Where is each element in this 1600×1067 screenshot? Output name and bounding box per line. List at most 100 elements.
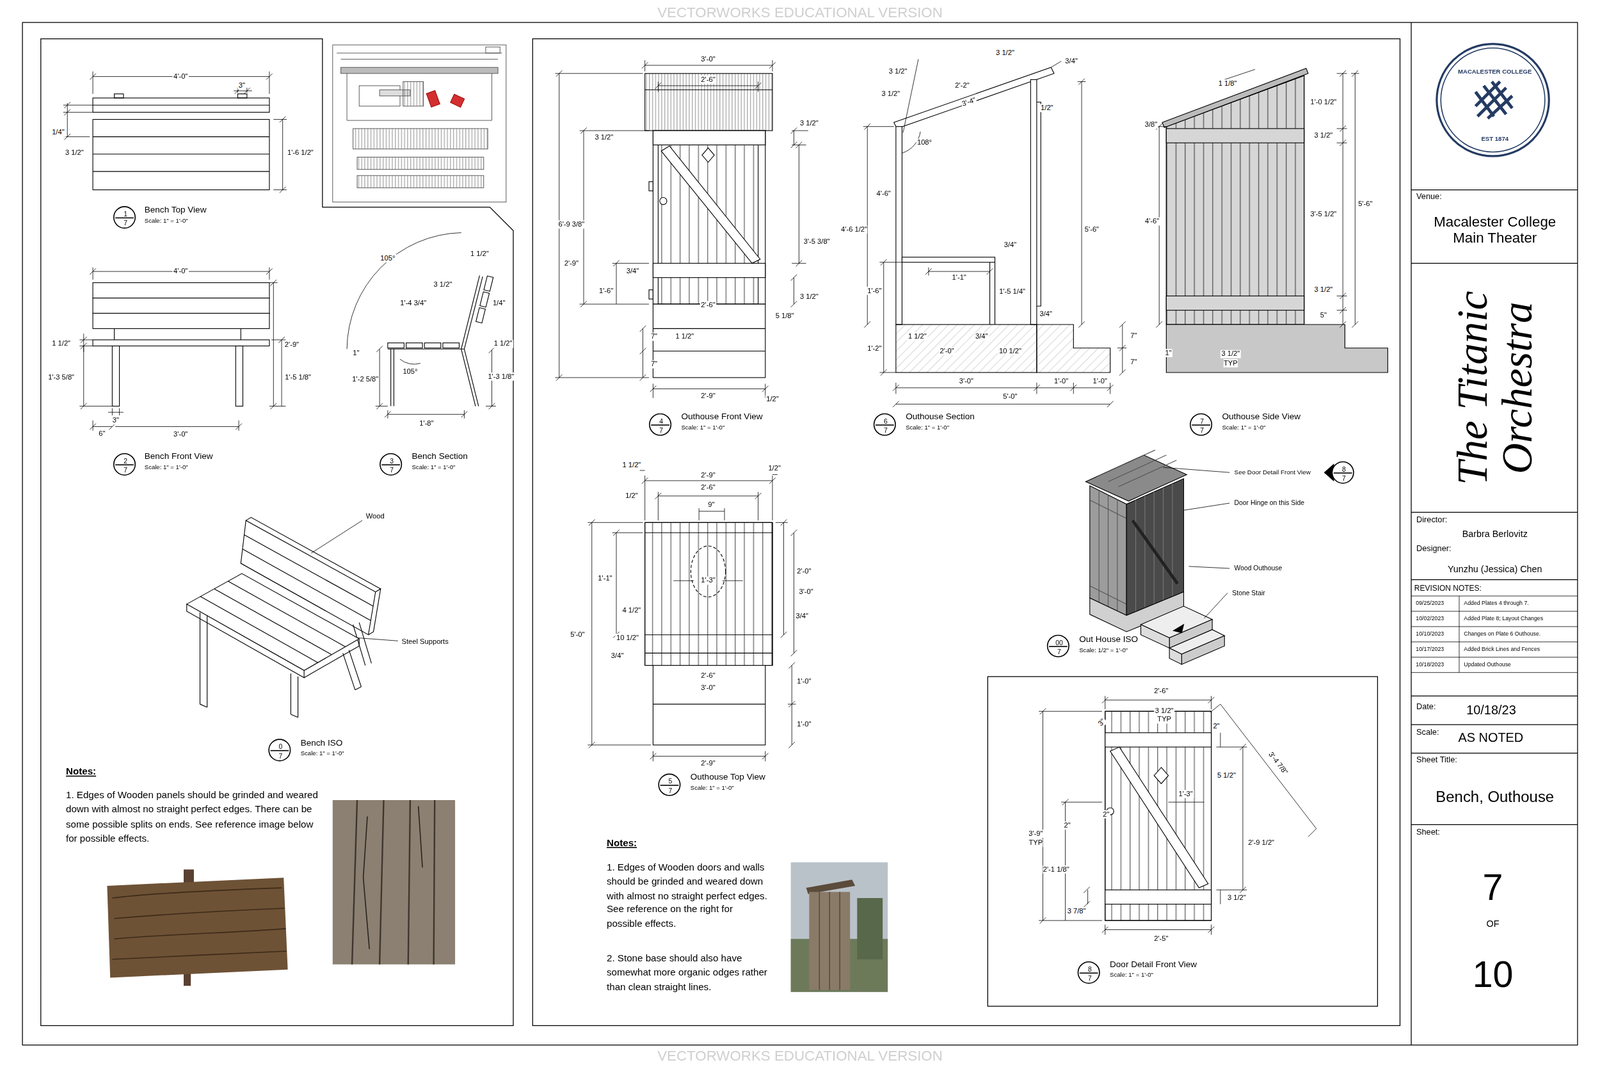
bench-section-view (476, 275, 494, 323)
bench-front-view (79, 267, 286, 431)
dimension-label: 4'-6 1/2" (840, 225, 868, 234)
view-title: Outhouse Top View (689, 772, 767, 783)
bench-section-view (387, 275, 483, 406)
theater-plan-thumbnail (485, 46, 500, 54)
view-title: Bench ISO (300, 739, 344, 750)
outhouse-side-view (1166, 324, 1388, 373)
dimension-label: 5'-0" (569, 630, 585, 639)
dimension-label: 1'-6" (598, 286, 614, 296)
sheet-frame (532, 39, 1400, 1026)
node-text: 8 (1342, 464, 1346, 473)
view-title: Outhouse Front View (680, 412, 763, 423)
callout-circle: 07 (268, 738, 291, 761)
bench-front-view (92, 312, 270, 329)
bench-top-view (114, 94, 124, 98)
outhouse-isometric (1136, 483, 1173, 612)
bench-front-view (92, 282, 270, 299)
node-text: 3 (389, 456, 394, 465)
bench-section-view (346, 232, 496, 419)
dimension-label: 3'-4 7/8" (1265, 750, 1289, 777)
callout-circle: 17 (113, 206, 136, 229)
dimension-label: TYP (1156, 715, 1172, 724)
revision-cell: 09/25/2023 (1415, 600, 1445, 607)
dimension-label: 3/4" (610, 652, 624, 661)
outhouse-section-view (863, 58, 1127, 408)
dimension-label: 5'-6" (1084, 225, 1100, 234)
bench-front-view (114, 328, 242, 340)
view-title: Door Detail Front View (1109, 960, 1198, 971)
college-logo-emblem (1475, 81, 1512, 119)
theater-plan-thumbnail (332, 44, 507, 203)
dimension-label: 2'-6" (700, 300, 716, 310)
callout-circle: 27 (113, 453, 136, 476)
door-detail-front-view (1105, 889, 1212, 904)
callout-label: Steel Supports (401, 637, 450, 646)
node-text: Bench, Outhouse (1435, 787, 1554, 806)
callout-circle: 47 (648, 413, 672, 436)
scale-note: Scale: 1" = 1'-0" (144, 216, 189, 224)
title-block-cell: Date:10/18/23 (1412, 695, 1578, 725)
reference-photo-outhouse (791, 862, 888, 992)
revision-cell: Added Plates 4 through 7. (1463, 600, 1529, 607)
node-text: 7 (659, 426, 664, 435)
callout-label: Wood (365, 512, 386, 521)
bench-isometric (311, 520, 399, 641)
divider-line (875, 424, 895, 426)
bench-top-view (92, 97, 270, 112)
divider-line (1191, 424, 1211, 426)
view-title: Bench Section (411, 451, 469, 463)
outhouse-section-view (1036, 324, 1111, 373)
outhouse-top-view (645, 532, 773, 653)
bench-isometric (186, 604, 304, 678)
dimension-label: 2'-9" (700, 759, 716, 768)
dimension-label: 2'-2" (954, 81, 970, 91)
sheet-frame (987, 676, 1378, 1007)
college-logo-emblem (1440, 48, 1545, 153)
dimension-label: 1'-2 5/8" (351, 375, 379, 384)
dimension-label: 1'-5 1/8" (284, 373, 312, 382)
bench-front-view (79, 267, 286, 431)
dimension-label: 7" (1129, 331, 1138, 340)
reference-photo-planks (332, 800, 456, 965)
outhouse-section-view (896, 324, 1037, 373)
dimension-label: 1'-2" (866, 344, 882, 354)
bench-top-view (63, 71, 287, 194)
bench-isometric (353, 622, 372, 666)
title-block-cell: Designer:Yunzhu (Jessica) Chen (1412, 542, 1578, 580)
dimension-label: 3 1/2" (881, 89, 902, 98)
dimension-label: 2'-5" (1153, 934, 1169, 943)
dimension-label: 4'-0" (172, 267, 189, 276)
node-text: 7 (279, 752, 283, 760)
bench-section-view (424, 343, 441, 349)
dimension-label: 1'-0" (1053, 377, 1069, 386)
node-text: 7 (1200, 416, 1204, 425)
dimension-label: 2'-9" (700, 391, 716, 400)
dimension-label: 1 1/2" (469, 250, 490, 259)
scale-note: Scale: 1" = 1'-0" (680, 424, 726, 432)
dimension-label: 3'-0" (172, 430, 189, 440)
dimension-label: 1 1/2" (622, 461, 642, 470)
dimension-label: 5 1/2" (1216, 771, 1237, 780)
dimension-label: 3/4" (795, 612, 809, 621)
dimension-label: 1 1/8" (1217, 79, 1238, 88)
outhouse-section-view (1036, 101, 1041, 306)
dimension-label: 3'-0" (700, 55, 716, 64)
divider-line (1079, 972, 1099, 974)
dimension-label: 1'-0" (1092, 377, 1108, 386)
outhouse-top-view (652, 665, 765, 745)
reference-photo-wood-block (106, 869, 288, 986)
show-title-cell: The Titanic Orchestra (1412, 263, 1578, 512)
view-title: Bench Top View (144, 205, 208, 216)
title-block-cell: Scale:AS NOTED (1412, 724, 1578, 754)
outhouse-side-view (1166, 295, 1304, 310)
college-logo-emblem (1440, 48, 1545, 153)
theater-plan-thumbnail (336, 53, 502, 121)
outhouse-front-view (554, 60, 808, 399)
dimension-label: 108° (916, 138, 933, 148)
theater-plan-thumbnail (426, 90, 440, 107)
dimension-label: 3 1/2" (1154, 707, 1175, 716)
outhouse-isometric (1181, 635, 1225, 665)
dimension-label: TYP (1027, 839, 1044, 848)
dimension-label: 9" (707, 501, 715, 510)
